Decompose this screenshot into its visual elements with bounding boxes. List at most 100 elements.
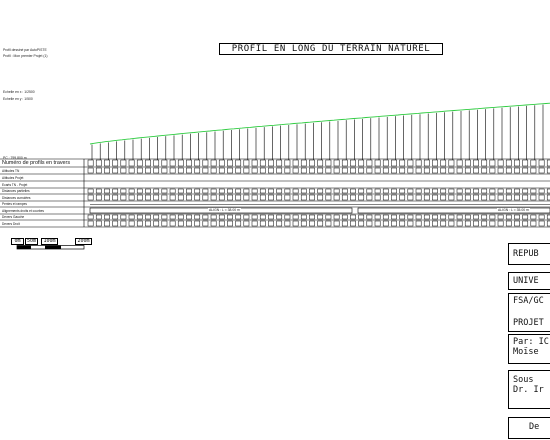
guitar-cell-mark <box>202 167 209 174</box>
guitar-cell-mark <box>333 220 340 227</box>
guitar-cell-mark <box>350 214 356 220</box>
guitar-cell-mark <box>432 194 438 201</box>
guitar-cell-mark <box>407 167 414 174</box>
guitar-cell-mark <box>243 188 250 194</box>
guitar-cell-mark <box>268 159 274 167</box>
guitar-cell-mark <box>325 194 332 201</box>
guitar-cell-mark <box>325 188 332 194</box>
guitar-cell-mark <box>440 159 447 167</box>
guitar-cell-mark <box>473 220 479 227</box>
guitar-cell-mark <box>382 159 389 167</box>
guitar-cell-mark <box>448 167 455 174</box>
guitar-cell-mark <box>300 188 307 194</box>
guitar-cell-mark <box>366 159 373 167</box>
guitar-cell-mark <box>309 188 315 194</box>
alignment-label-2: ALIGN : L = 35.00 m <box>497 207 530 212</box>
guitar-cell-mark <box>284 220 291 227</box>
guitar-cell-mark <box>202 194 209 201</box>
guitar-cell-mark <box>153 194 160 201</box>
guitar-cell-mark <box>382 214 389 220</box>
guitar-cell-mark <box>407 194 414 201</box>
guitar-cell-mark <box>128 188 135 194</box>
guitar-cell-mark <box>95 167 102 174</box>
guitar-cell-mark <box>251 194 258 201</box>
guitar-cell-mark <box>104 188 110 194</box>
guitar-cell-mark <box>259 188 266 194</box>
guitar-cell-mark <box>300 167 307 174</box>
guitar-cell-mark <box>374 220 381 227</box>
guitar-cell-mark <box>317 220 324 227</box>
row-label-altitudes-projet: Altitudes Projet <box>2 176 24 180</box>
guitar-cell-mark <box>530 194 537 201</box>
guitar-cell-mark <box>292 214 299 220</box>
drawing-title: PROFIL EN LONG DU TERRAIN NATUREL <box>219 43 443 55</box>
guitar-cell-mark <box>309 167 315 174</box>
reference-plane-label: PC : 799,800 m <box>3 156 27 160</box>
scale-bar-segment-dark <box>45 245 61 249</box>
guitar-cell-mark <box>259 194 266 201</box>
guitar-cell-mark <box>358 220 365 227</box>
guitar-cell-mark <box>464 214 471 220</box>
alignment-label-1: ALIGN : L = 38.00 m <box>208 207 241 212</box>
guitar-cell-mark <box>489 220 496 227</box>
guitar-cell-mark <box>538 188 545 194</box>
guitar-cell-mark <box>415 194 422 201</box>
guitar-cell-mark <box>210 194 217 201</box>
guitar-cell-mark <box>473 194 479 201</box>
guitar-cell-mark <box>186 194 192 201</box>
guitar-cell-mark <box>177 214 184 220</box>
guitar-cell-mark <box>235 188 242 194</box>
guitar-cell-mark <box>95 220 102 227</box>
guitar-cell-mark <box>145 159 151 167</box>
header-line-author: Profil dessiné par AutoPISTE <box>3 48 47 52</box>
guitar-cell-mark <box>489 214 496 220</box>
guitar-cell-mark <box>407 188 414 194</box>
guitar-cell-mark <box>440 188 447 194</box>
titleblock-faculty-text: FSA/GC <box>513 296 544 306</box>
guitar-cell-mark <box>300 194 307 201</box>
guitar-cell-mark <box>218 167 225 174</box>
guitar-cell-mark <box>128 194 135 201</box>
guitar-cell-mark <box>169 167 176 174</box>
guitar-cell-mark <box>186 188 192 194</box>
titleblock-date-text: De <box>529 422 540 432</box>
guitar-cell-mark <box>497 167 504 174</box>
guitar-cell-mark <box>169 194 176 201</box>
guitar-cell-mark <box>481 159 488 167</box>
guitar-cell-mark <box>464 167 471 174</box>
guitar-cell-mark <box>309 159 315 167</box>
guitar-cell-mark <box>202 220 209 227</box>
row-label-ecarts: Ecarts TN - Projet <box>2 183 28 187</box>
guitar-cell-mark <box>227 194 233 201</box>
guitar-cell-mark <box>210 188 217 194</box>
guitar-cell-mark <box>366 194 373 201</box>
guitar-cell-mark <box>415 188 422 194</box>
guitar-cell-mark <box>341 159 348 167</box>
guitar-cell-mark <box>317 167 324 174</box>
guitar-cell-mark <box>366 220 373 227</box>
scale-bar-graphic <box>16 245 85 250</box>
guitar-cell-mark <box>128 220 135 227</box>
titleblock-author-line1: Par: IC <box>513 337 549 347</box>
guitar-cell-mark <box>218 159 225 167</box>
scale-label-100: 100m <box>41 238 58 245</box>
guitar-cell-mark <box>505 214 512 220</box>
guitar-cell-mark <box>145 214 151 220</box>
guitar-cell-mark <box>218 194 225 201</box>
guitar-cell-mark <box>497 159 504 167</box>
terrain-profile-line <box>89 102 550 145</box>
guitar-cell-mark <box>128 159 135 167</box>
guitar-cell-mark <box>104 194 110 201</box>
guitar-cell-mark <box>497 220 504 227</box>
header-line-project: Profil : Mon premier Projet (1) <box>3 54 48 58</box>
guitar-cell-mark <box>456 194 463 201</box>
guitar-cell-mark <box>292 167 299 174</box>
guitar-cell-mark <box>292 159 299 167</box>
guitar-cell-mark <box>153 220 160 227</box>
guitar-cell-mark <box>276 220 283 227</box>
guitar-cell-mark <box>251 188 258 194</box>
guitar-cell-mark <box>251 220 258 227</box>
guitar-cell-mark <box>87 214 94 220</box>
guitar-cell-mark <box>481 188 488 194</box>
titleblock-university-text: UNIVE <box>513 276 539 286</box>
